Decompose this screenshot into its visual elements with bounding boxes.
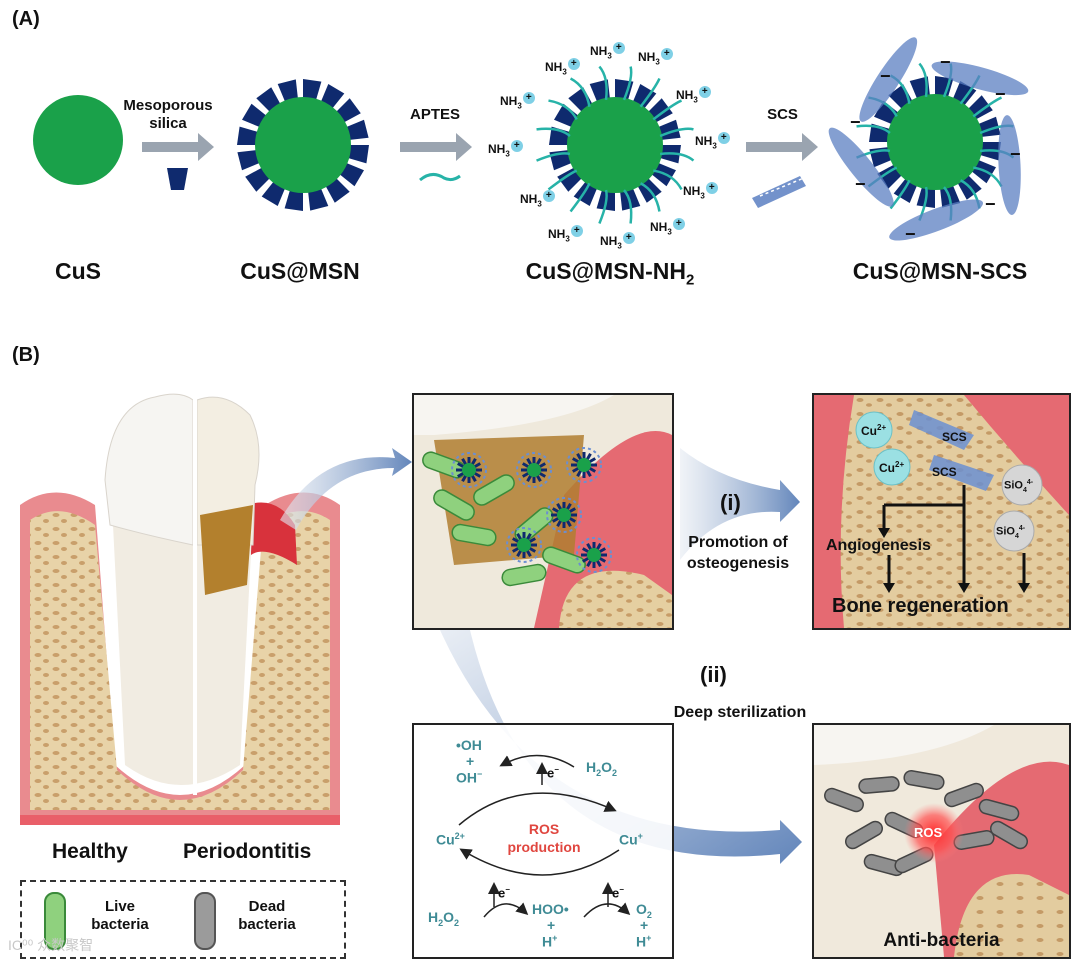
- arrow-path-i: [680, 448, 800, 560]
- electron-left: e−: [498, 885, 510, 901]
- arrow-scs: [746, 133, 818, 161]
- angiogenesis-label: Angiogenesis: [826, 537, 931, 554]
- cus-core: [33, 95, 123, 185]
- periodontitis-label: Periodontitis: [183, 840, 312, 863]
- nh3-plus-label: NH3+: [545, 58, 580, 76]
- svg-text:−: −: [905, 224, 916, 244]
- legend-live-line2: bacteria: [91, 916, 149, 933]
- dead-bacteria-icon: [194, 892, 216, 950]
- path-ii-line1: Deep sterilization: [673, 704, 807, 721]
- path-ii-number: (ii): [700, 662, 727, 687]
- antibacteria-title: Anti-bacteria: [883, 930, 1000, 951]
- bone-regeneration-label: Bone regeneration: [832, 595, 1009, 617]
- cu2-ion: Cu2+: [436, 831, 465, 848]
- svg-text:−: −: [880, 66, 891, 86]
- nh3-plus-label: NH3+: [676, 86, 711, 104]
- legend-live-line1: Live: [104, 898, 135, 915]
- nh3-plus-label: NH3+: [695, 132, 730, 150]
- scs-label-2: SCS: [932, 465, 957, 479]
- step-scs-label: SCS: [767, 106, 798, 123]
- nh3-plus-label: NH3+: [500, 92, 535, 110]
- ros-cycle-box: •OH + OH− H2O2 e− Cu2+ Cu+ ROS productio…: [412, 723, 674, 959]
- h2o2-top: H2O2: [586, 759, 618, 778]
- name-cus-msn-nh2: CuS@MSN-NH2: [525, 258, 695, 289]
- h-ion-2: H+: [636, 933, 652, 950]
- legend-dead-line2: bacteria: [238, 916, 296, 933]
- infection-box: [412, 393, 674, 630]
- sio4-ion-2: [993, 510, 1035, 552]
- name-cus-msn-scs: CuS@MSN-SCS: [852, 258, 1028, 284]
- cu-label-1: Cu2+: [861, 423, 887, 438]
- electron-top: e−: [547, 765, 559, 781]
- silica-block-icon: [167, 168, 188, 190]
- electron-right: e−: [612, 885, 624, 901]
- o2-plus: +: [640, 917, 649, 933]
- antibacteria-box: ROS Anti-bacteria: [812, 723, 1071, 959]
- cu-label-2: Cu2+: [879, 460, 905, 475]
- production-label: production: [507, 839, 581, 855]
- nh3-plus-label: NH3+: [520, 190, 555, 208]
- arrow-aptes: [400, 133, 472, 161]
- legend-dead-line1: Dead: [248, 898, 286, 915]
- step-silica-label: silica: [149, 115, 187, 132]
- nh3-plus-label: NH3+: [650, 218, 685, 236]
- h-ion-1: H+: [542, 933, 558, 950]
- cus-msn-nh2-particle: [536, 65, 695, 224]
- oh-radical: •OH: [456, 737, 482, 753]
- cu-ion-2: [873, 448, 911, 486]
- sio4-label-1: SiO44-: [1004, 479, 1034, 494]
- name-cus: CuS: [55, 258, 101, 284]
- oh-minus: OH−: [456, 769, 483, 786]
- cu-ion-1: [855, 411, 893, 449]
- ros-glow: [904, 803, 964, 863]
- nh3-plus-label: NH3+: [488, 140, 523, 158]
- hoo-plus: +: [547, 917, 556, 933]
- nh3-plus-label: NH3+: [600, 232, 635, 250]
- arrow-tooth-to-infection: [280, 448, 412, 530]
- svg-text:−: −: [985, 194, 996, 214]
- nh3-plus-label: NH3+: [638, 48, 673, 66]
- sio4-ion-1: [1001, 464, 1043, 506]
- sio4-label-2: SiO44-: [996, 525, 1026, 540]
- step-aptes-label: APTES: [409, 106, 460, 123]
- aptes-icon: [419, 173, 461, 182]
- path-i-line2: osteogenesis: [686, 555, 790, 572]
- bone-regeneration-box: Cu2+ Cu2+ SCS SCS SiO44- SiO44- Angiogen…: [812, 393, 1071, 630]
- hoo-radical: HOO•: [532, 901, 569, 917]
- cu1-ion: Cu+: [619, 831, 643, 848]
- panel-b-label: (B): [12, 344, 40, 366]
- cus-msn-particle: [237, 79, 369, 211]
- h2o2-bottom: H2O2: [428, 909, 460, 928]
- svg-text:−: −: [850, 112, 861, 132]
- live-bacteria-icon: [44, 892, 66, 950]
- svg-text:−: −: [855, 174, 866, 194]
- nh3-plus-label: NH3+: [548, 225, 583, 243]
- healthy-label: Healthy: [52, 840, 128, 863]
- arrow-mesoporous: [142, 133, 214, 161]
- cus-msn-scs-particle: − − − − − − − −: [828, 37, 1029, 244]
- path-i-number: (i): [720, 490, 741, 515]
- scs-label-1: SCS: [942, 430, 967, 444]
- ros-label: ROS: [528, 821, 560, 837]
- svg-text:−: −: [995, 84, 1006, 104]
- path-i-line1: Promotion of: [688, 534, 788, 551]
- panel-a-diagram: − − − − − − − −: [33, 37, 1029, 244]
- nh3-plus-label: NH3+: [590, 42, 625, 60]
- scs-strand-icon: [752, 176, 806, 208]
- panel-a-label: (A): [12, 8, 40, 30]
- svg-text:−: −: [1010, 144, 1021, 164]
- watermark: IC⁰⁰ 众数聚智: [8, 937, 94, 953]
- tooth-illustration: [20, 385, 340, 825]
- name-cus-msn: CuS@MSN: [240, 258, 360, 284]
- oh-plus: +: [466, 753, 475, 769]
- step-mesoporous-label: Mesoporous: [123, 97, 213, 114]
- o2-product: O2: [636, 901, 652, 920]
- nh3-plus-label: NH3+: [683, 182, 718, 200]
- legend-box: Live bacteria Dead bacteria: [20, 880, 346, 959]
- ros-burst-label: ROS: [914, 825, 943, 840]
- svg-text:−: −: [940, 52, 951, 72]
